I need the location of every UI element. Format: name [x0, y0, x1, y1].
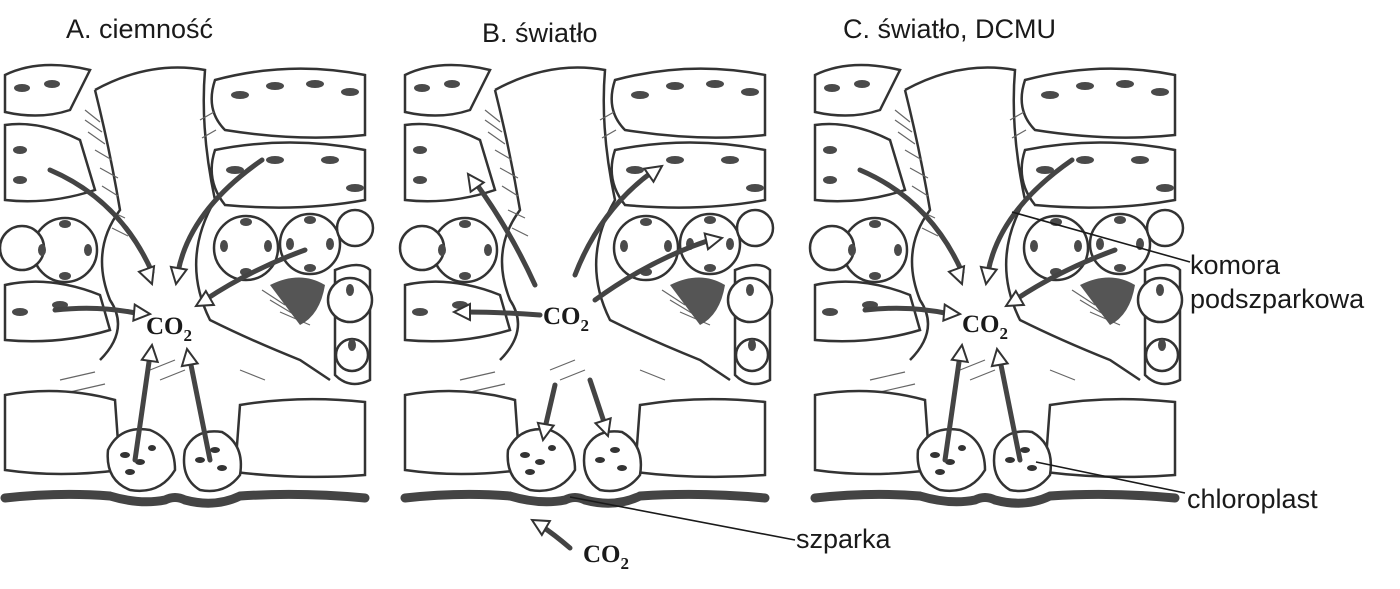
panel-b-leaf: CO2 [400, 65, 773, 551]
chloroplast-label: chloroplast [1187, 484, 1318, 514]
stoma-label: szparka [796, 524, 892, 554]
panel-c-co2-label: CO2 [962, 311, 1008, 343]
panel-a-title: A. ciemność [66, 14, 213, 44]
chamber-leader-line [1011, 211, 1191, 263]
external-co2-label: CO2 [583, 541, 629, 573]
panel-b-title: B. światło [482, 18, 598, 48]
panel-a-leaf: CO2 [0, 65, 373, 503]
chamber-label-line1: komora [1190, 250, 1281, 280]
panel-a-co2-label: CO2 [146, 313, 192, 345]
panel-a-arrows [47, 157, 308, 463]
panel-b-co2-label: CO2 [543, 303, 589, 335]
panel-b-arrows [453, 158, 725, 551]
panel-c-title: C. światło, DCMU [843, 14, 1056, 44]
panel-c-leaf: CO2 [810, 65, 1183, 503]
chamber-label-line2: podszparkowa [1190, 284, 1365, 314]
stoma-leader-line [569, 496, 796, 541]
chloroplast-leader-line [1035, 461, 1186, 494]
